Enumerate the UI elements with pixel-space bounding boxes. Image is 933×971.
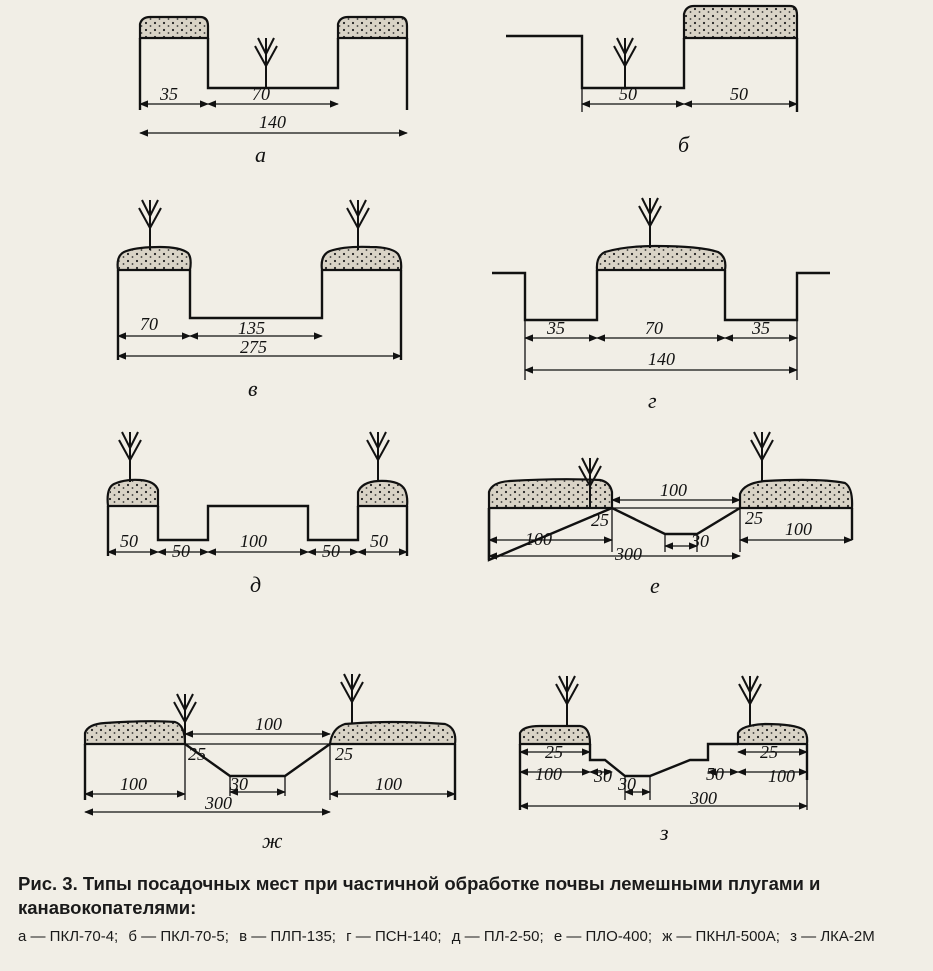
dim-label: 70	[645, 318, 663, 338]
panel-b: 50 50 б	[506, 4, 799, 157]
panel-a: 35 70 140 а	[138, 15, 409, 167]
dim-label: 100	[240, 531, 267, 551]
dim-label: 50	[172, 541, 190, 561]
dim-label: 70	[252, 84, 270, 104]
dim-label: 70	[140, 314, 158, 334]
dim-label: 100	[375, 774, 402, 794]
dim-label: 140	[259, 112, 286, 132]
dim-label: 100	[660, 480, 687, 500]
panel-v: 70 135 275 в	[116, 199, 403, 401]
panel-letter: б	[678, 132, 690, 157]
legend-item: е — ПЛО-400;	[553, 928, 653, 945]
dim-label: 30	[593, 766, 612, 786]
legend-item: б — ПКЛ-70-5;	[128, 928, 229, 945]
dim-label: 50	[730, 84, 748, 104]
dim-label: 100	[525, 529, 552, 549]
dim-label: 25	[335, 744, 353, 764]
dim-label: 25	[188, 744, 206, 764]
legend-item: ж — ПКНЛ-500А;	[662, 928, 780, 945]
dim-label: 30	[617, 774, 636, 794]
panel-letter: е	[650, 573, 660, 598]
panel-letter: з	[659, 820, 669, 845]
dim-label: 35	[159, 84, 178, 104]
dim-label: 100	[120, 774, 147, 794]
dim-label: 300	[614, 544, 642, 564]
dim-label: 300	[689, 788, 717, 808]
dim-label: 25	[745, 508, 763, 528]
dim-label: 50	[120, 531, 138, 551]
panel-letter: д	[250, 572, 261, 597]
dim-label: 140	[648, 349, 675, 369]
panel-letter: в	[248, 376, 258, 401]
dim-label: 50	[706, 764, 724, 784]
panel-letter: а	[255, 142, 266, 167]
planting-sites-diagram: 35 70 140 а 50 50 б 70 135 275 в	[83, 4, 854, 853]
caption-legend: а — ПКЛ-70-4; б — ПКЛ-70-5; в — ПЛП-135;…	[18, 926, 918, 947]
legend-item: г — ПСН-140;	[346, 928, 442, 945]
panel-e: 100 25 25 30 100 100 300 е	[487, 431, 854, 598]
dim-label: 100	[768, 766, 795, 786]
dim-label: 25	[591, 510, 609, 530]
dim-label: 35	[546, 318, 565, 338]
legend-item: д — ПЛ-2-50;	[451, 928, 544, 945]
figure-caption: Рис. 3. Типы посадочных мест при частичн…	[18, 872, 918, 947]
dim-label: 135	[238, 318, 265, 338]
dim-label: 100	[255, 714, 282, 734]
panel-g: 35 70 35 140 г	[492, 197, 830, 413]
caption-title: Рис. 3. Типы посадочных мест при частичн…	[18, 873, 821, 918]
legend-item: з — ЛКА-2М	[790, 928, 875, 945]
dim-label: 35	[751, 318, 770, 338]
dim-label: 25	[760, 742, 778, 762]
panel-z: 25 25 100 30 30 50 100 300 з	[518, 675, 809, 845]
legend-item: в — ПЛП-135;	[239, 928, 336, 945]
panel-letter: г	[648, 388, 657, 413]
dim-label: 275	[240, 337, 267, 357]
dim-label: 25	[545, 742, 563, 762]
legend-item: а — ПКЛ-70-4;	[18, 928, 119, 945]
dim-label: 30	[690, 531, 709, 551]
dim-label: 100	[535, 764, 562, 784]
dim-label: 50	[370, 531, 388, 551]
dim-label: 300	[204, 793, 232, 813]
dim-label: 50	[322, 541, 340, 561]
dim-label: 30	[229, 774, 248, 794]
panel-letter: ж	[262, 828, 283, 853]
panel-zh: 100 25 25 30 100 100 300 ж	[83, 673, 457, 853]
panel-d: 50 50 100 50 50 д	[106, 431, 409, 597]
dim-label: 50	[619, 84, 637, 104]
dim-label: 100	[785, 519, 812, 539]
